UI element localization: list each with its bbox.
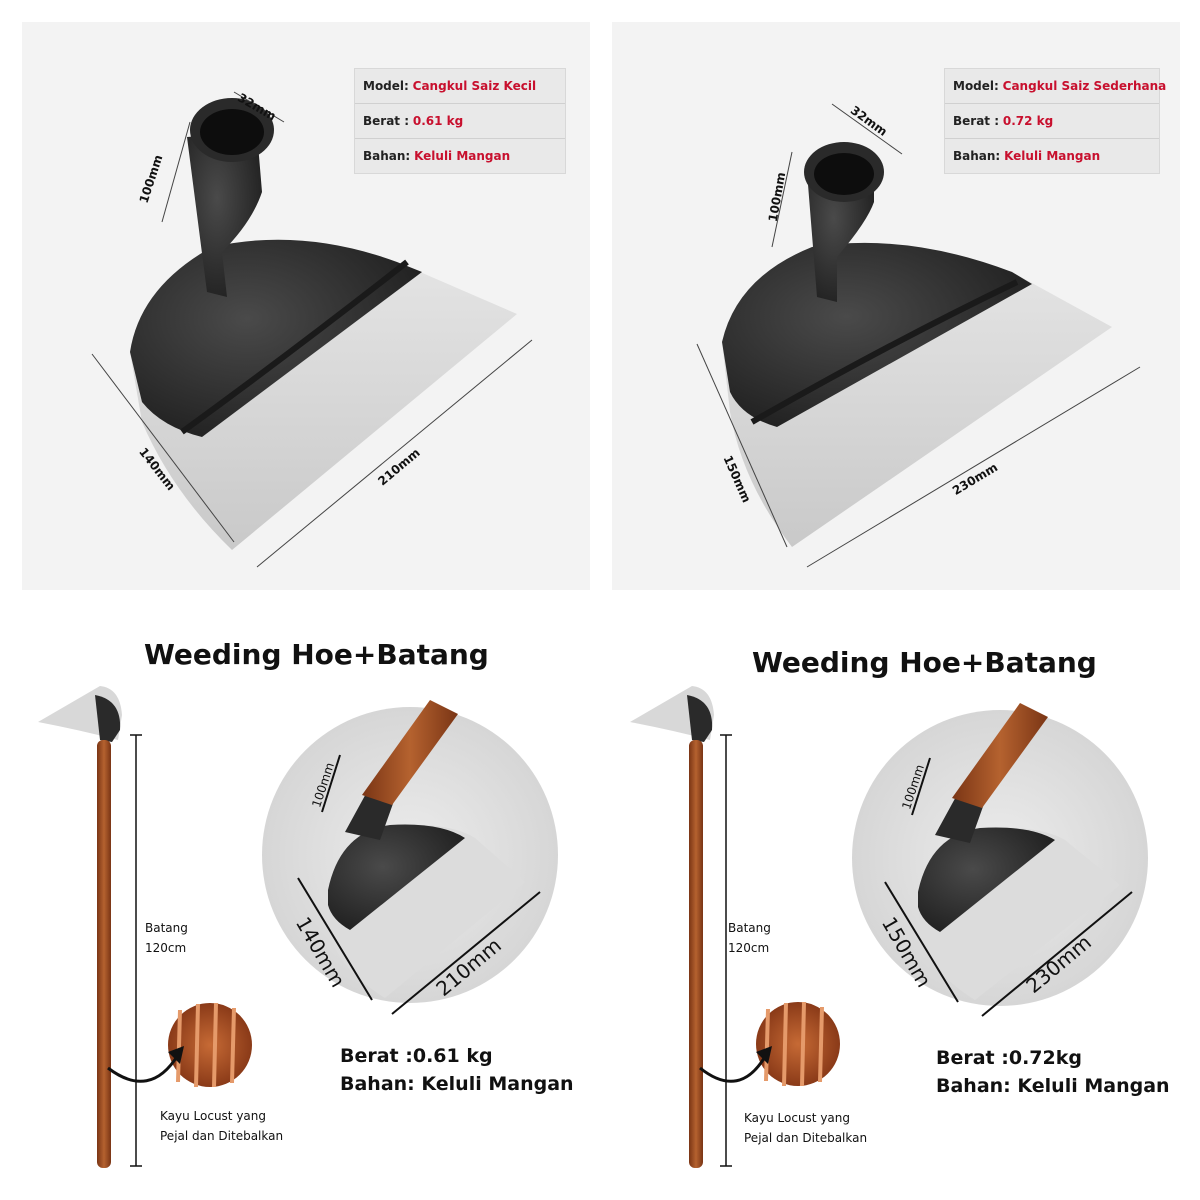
handle-label-text: Batang [145, 921, 188, 935]
kit-panel-medium: Weeding Hoe+Batang Batang 120cm Kayu Loc… [600, 600, 1200, 1200]
dim-line-socket-height [771, 151, 793, 248]
kit-panel-small: Weeding Hoe+Batang Batang 120cm K [0, 600, 600, 1200]
detail-dim-width-line [391, 891, 541, 1015]
handle [689, 740, 703, 1168]
wood-grain-line [782, 1002, 788, 1087]
detail-dim-socket-line [911, 757, 931, 816]
spec-row-model: Model: Cangkul Saiz Kecil [355, 69, 565, 104]
wood-grain-line [230, 1007, 236, 1084]
product-panel-medium: 32mm 100mm 150mm 230mm Model: Cangkul Sa… [612, 22, 1180, 590]
dim-line-socket-height [161, 121, 191, 223]
arrow-head-icon [168, 1046, 184, 1064]
kit-specs: Berat :0.61 kg Bahan: Keluli Mangan [340, 1042, 574, 1098]
handle-label-text: Batang [728, 921, 771, 935]
detail-socket [935, 793, 985, 843]
spec-model-value: Cangkul Saiz Kecil [412, 79, 537, 93]
spec-weight-value: 0.61 kg [412, 114, 464, 128]
kit-title: Weeding Hoe+Batang [144, 638, 489, 671]
wood-grain-line [212, 1002, 218, 1088]
handle-label: Batang 120cm [145, 918, 188, 958]
detail-socket [345, 790, 395, 840]
spec-row-model: Model: Cangkul Saiz Sederhana [945, 69, 1166, 104]
hoe-head-illustration [696, 103, 1141, 568]
socket-hole [200, 109, 264, 155]
spec-material-value: Keluli Mangan [1004, 149, 1101, 163]
kit-material: Bahan: Keluli Mangan [340, 1073, 574, 1095]
wood-grain-line [800, 1001, 806, 1087]
detail-dim-height-line [884, 881, 959, 1003]
kit-material: Bahan: Keluli Mangan [936, 1075, 1170, 1097]
wood-grain-line [176, 1009, 182, 1083]
socket-neck [187, 132, 262, 297]
wood-note-line-2: Pejal dan Ditebalkan [744, 1131, 868, 1145]
detail-dim-height-line [297, 877, 373, 1001]
product-panel-small: 32mm 100mm 140mm 210mm Model: Cangkul Sa… [22, 22, 590, 590]
kit-illustration [630, 686, 1148, 1168]
spec-row-material: Bahan: Keluli Mangan [355, 139, 565, 173]
wood-note-line-1: Kayu Locust yang [744, 1111, 851, 1125]
detail-handle [952, 703, 1048, 808]
dim-line-blade-width [806, 366, 1141, 568]
mini-hoe-socket [687, 695, 713, 742]
arrow-icon [699, 1054, 768, 1083]
spec-model-key: Model: [363, 79, 409, 93]
spec-row-weight: Berat : 0.72 kg [945, 104, 1159, 139]
dim-line-blade-height [91, 353, 235, 543]
kit-weight: Berat :0.61 kg [340, 1045, 493, 1067]
blade-dark-area [130, 239, 422, 437]
spec-weight-key: Berat : [363, 114, 410, 128]
spec-material-key: Bahan: [363, 149, 411, 163]
mini-hoe-socket [95, 695, 121, 742]
wood-grain-line [818, 1006, 824, 1083]
arrow-icon [107, 1054, 180, 1083]
spec-box: Model: Cangkul Saiz Kecil Berat : 0.61 k… [354, 68, 566, 174]
spec-model-value: Cangkul Saiz Sederhana [1002, 79, 1167, 93]
kit-specs: Berat :0.72kg Bahan: Keluli Mangan [936, 1044, 1170, 1100]
spec-model-key: Model: [953, 79, 999, 93]
detail-dim-width-line [981, 891, 1133, 1017]
handle-label: Batang 120cm [728, 918, 771, 958]
kit-weight: Berat :0.72kg [936, 1047, 1082, 1069]
kit-title: Weeding Hoe+Batang [752, 646, 1097, 679]
hoe-head-illustration [91, 91, 533, 568]
wood-grain-line [194, 1003, 200, 1088]
detail-dim-socket-line [321, 754, 341, 813]
spec-material-key: Bahan: [953, 149, 1001, 163]
wood-note: Kayu Locust yang Pejal dan Ditebalkan [160, 1106, 283, 1146]
spec-weight-value: 0.72 kg [1002, 114, 1054, 128]
weld-seam [750, 279, 1019, 425]
kit-illustration [38, 686, 558, 1168]
spec-row-material: Bahan: Keluli Mangan [945, 139, 1159, 173]
dim-line-socket-width [831, 103, 903, 155]
dim-line-blade-height [696, 343, 788, 548]
detail-blade-dark [328, 824, 465, 930]
wood-note-line-1: Kayu Locust yang [160, 1109, 267, 1123]
detail-blade-dark [918, 827, 1055, 932]
spec-material-value: Keluli Mangan [414, 149, 511, 163]
wood-grain-line [764, 1008, 770, 1082]
weld-seam [180, 259, 409, 435]
spec-weight-key: Berat : [953, 114, 1000, 128]
arrow-head-icon [756, 1046, 772, 1064]
handle-length: 120cm [728, 941, 770, 955]
detail-handle [362, 700, 458, 805]
spec-row-weight: Berat : 0.61 kg [355, 104, 565, 139]
wood-note-line-2: Pejal dan Ditebalkan [160, 1129, 284, 1143]
dim-line-socket-width [233, 91, 285, 123]
wood-note: Kayu Locust yang Pejal dan Ditebalkan [744, 1108, 867, 1148]
handle-length: 120cm [145, 941, 187, 955]
blade-dark-area [722, 242, 1032, 427]
spec-box: Model: Cangkul Saiz Sederhana Berat : 0.… [944, 68, 1166, 174]
dim-line-blade-width [256, 339, 533, 568]
socket-hole [814, 153, 874, 195]
handle [97, 740, 111, 1168]
